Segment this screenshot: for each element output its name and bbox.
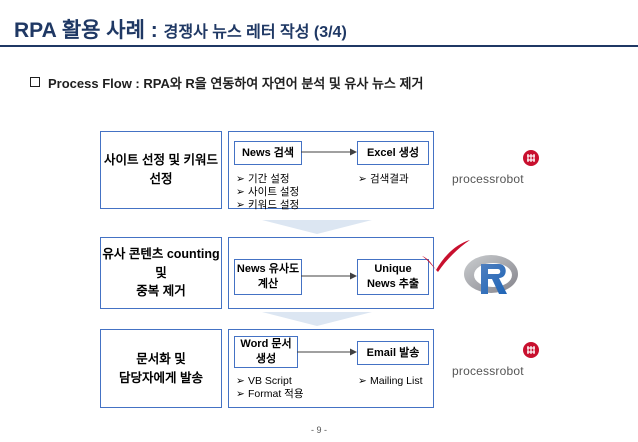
flow-arrow-icon xyxy=(297,348,357,356)
news-search-pill: News 검색 xyxy=(234,141,302,165)
processrobot-wordmark: processrobot xyxy=(452,172,524,186)
step-label-2-line2: 중복 제거 xyxy=(136,284,186,299)
processrobot-wordmark: processrobot xyxy=(452,364,524,378)
arrow-bullet-icon: ➢ xyxy=(358,173,367,185)
arrow-bullet-icon: ➢ xyxy=(236,173,245,185)
page-number: - 9 - xyxy=(310,425,327,435)
unique-news-pill: Unique News 추출 xyxy=(357,259,429,295)
page-title: RPA 활용 사례 : 경쟁사 뉴스 레터 작성 (3/4) xyxy=(14,14,347,44)
processrobot-mark-icon xyxy=(523,150,539,166)
red-checkmark-icon xyxy=(422,240,470,272)
step-label-2-line1: 유사 콘텐츠 counting 및 xyxy=(102,246,220,280)
title-divider xyxy=(0,45,638,47)
excel-create-label: Excel 생성 xyxy=(366,146,420,159)
chevron-down-icon xyxy=(262,312,372,326)
list-item: ➢사이트 설정 xyxy=(236,186,300,198)
step-label-box-1: 사이트 선정 및 키워드 선정 xyxy=(100,131,222,209)
email-send-pill: Email 발송 xyxy=(357,341,429,365)
news-similarity-label-2: 계산 xyxy=(257,278,279,290)
bullet-list-1-right: ➢검색결과 xyxy=(358,173,409,186)
news-similarity-label-1: News 유사도 xyxy=(236,263,300,276)
excel-create-pill: Excel 생성 xyxy=(357,141,429,165)
list-item: ➢VB Script xyxy=(236,375,292,387)
processrobot-mark-icon xyxy=(523,342,539,358)
checkbox-square-icon xyxy=(30,77,40,87)
arrow-bullet-icon: ➢ xyxy=(236,375,245,387)
word-doc-label-1: Word 문서 xyxy=(240,338,292,351)
bullet-list-1-left: ➢기간 설정 ➢사이트 설정 ➢키워드 설정 xyxy=(236,173,299,212)
page-title-main: RPA 활용 사례 : xyxy=(14,19,158,42)
arrow-bullet-icon: ➢ xyxy=(358,375,367,387)
arrow-bullet-icon: ➢ xyxy=(236,186,245,198)
unique-news-label-2: News 추출 xyxy=(366,278,420,290)
section-header: Process Flow : RPA와 R을 연동하여 자연어 분석 및 유사 … xyxy=(30,73,423,92)
word-doc-pill: Word 문서 생성 xyxy=(234,336,298,368)
step-label-3-line1: 문서화 및 xyxy=(136,351,186,366)
step-label-1-line1: 사이트 선정 및 키워드 xyxy=(104,153,218,168)
section-label: Process Flow : RPA와 R을 연동하여 자연어 분석 및 유사 … xyxy=(48,76,424,91)
step-label-3-line2: 담당자에게 발송 xyxy=(119,370,203,385)
list-item: ➢키워드 설정 xyxy=(236,199,300,211)
list-item: ➢검색결과 xyxy=(358,173,409,185)
step-label-box-2: 유사 콘텐츠 counting 및 중복 제거 xyxy=(100,237,222,309)
word-doc-label-2: 생성 xyxy=(255,353,277,365)
step-label-box-3: 문서화 및 담당자에게 발송 xyxy=(100,329,222,408)
bullet-list-3-left: ➢VB Script ➢Format 적용 xyxy=(236,375,304,401)
arrow-bullet-icon: ➢ xyxy=(236,199,245,211)
news-similarity-pill: News 유사도 계산 xyxy=(234,259,302,295)
email-send-label: Email 발송 xyxy=(366,346,420,359)
r-language-logo xyxy=(464,255,518,294)
list-item: ➢기간 설정 xyxy=(236,173,290,185)
bullet-list-3-right: ➢Mailing List xyxy=(358,375,423,388)
list-item: ➢Format 적용 xyxy=(236,388,304,400)
news-search-label: News 검색 xyxy=(241,146,295,159)
list-item: ➢Mailing List xyxy=(358,375,423,387)
flow-arrow-icon xyxy=(301,272,357,280)
flow-arrow-icon xyxy=(301,148,357,156)
step-label-1-line2: 선정 xyxy=(149,172,173,186)
unique-news-label-1: Unique xyxy=(374,263,412,276)
arrow-bullet-icon: ➢ xyxy=(236,388,245,400)
page-title-sub: 경쟁사 뉴스 레터 작성 (3/4) xyxy=(163,24,347,41)
chevron-down-icon xyxy=(262,220,372,234)
